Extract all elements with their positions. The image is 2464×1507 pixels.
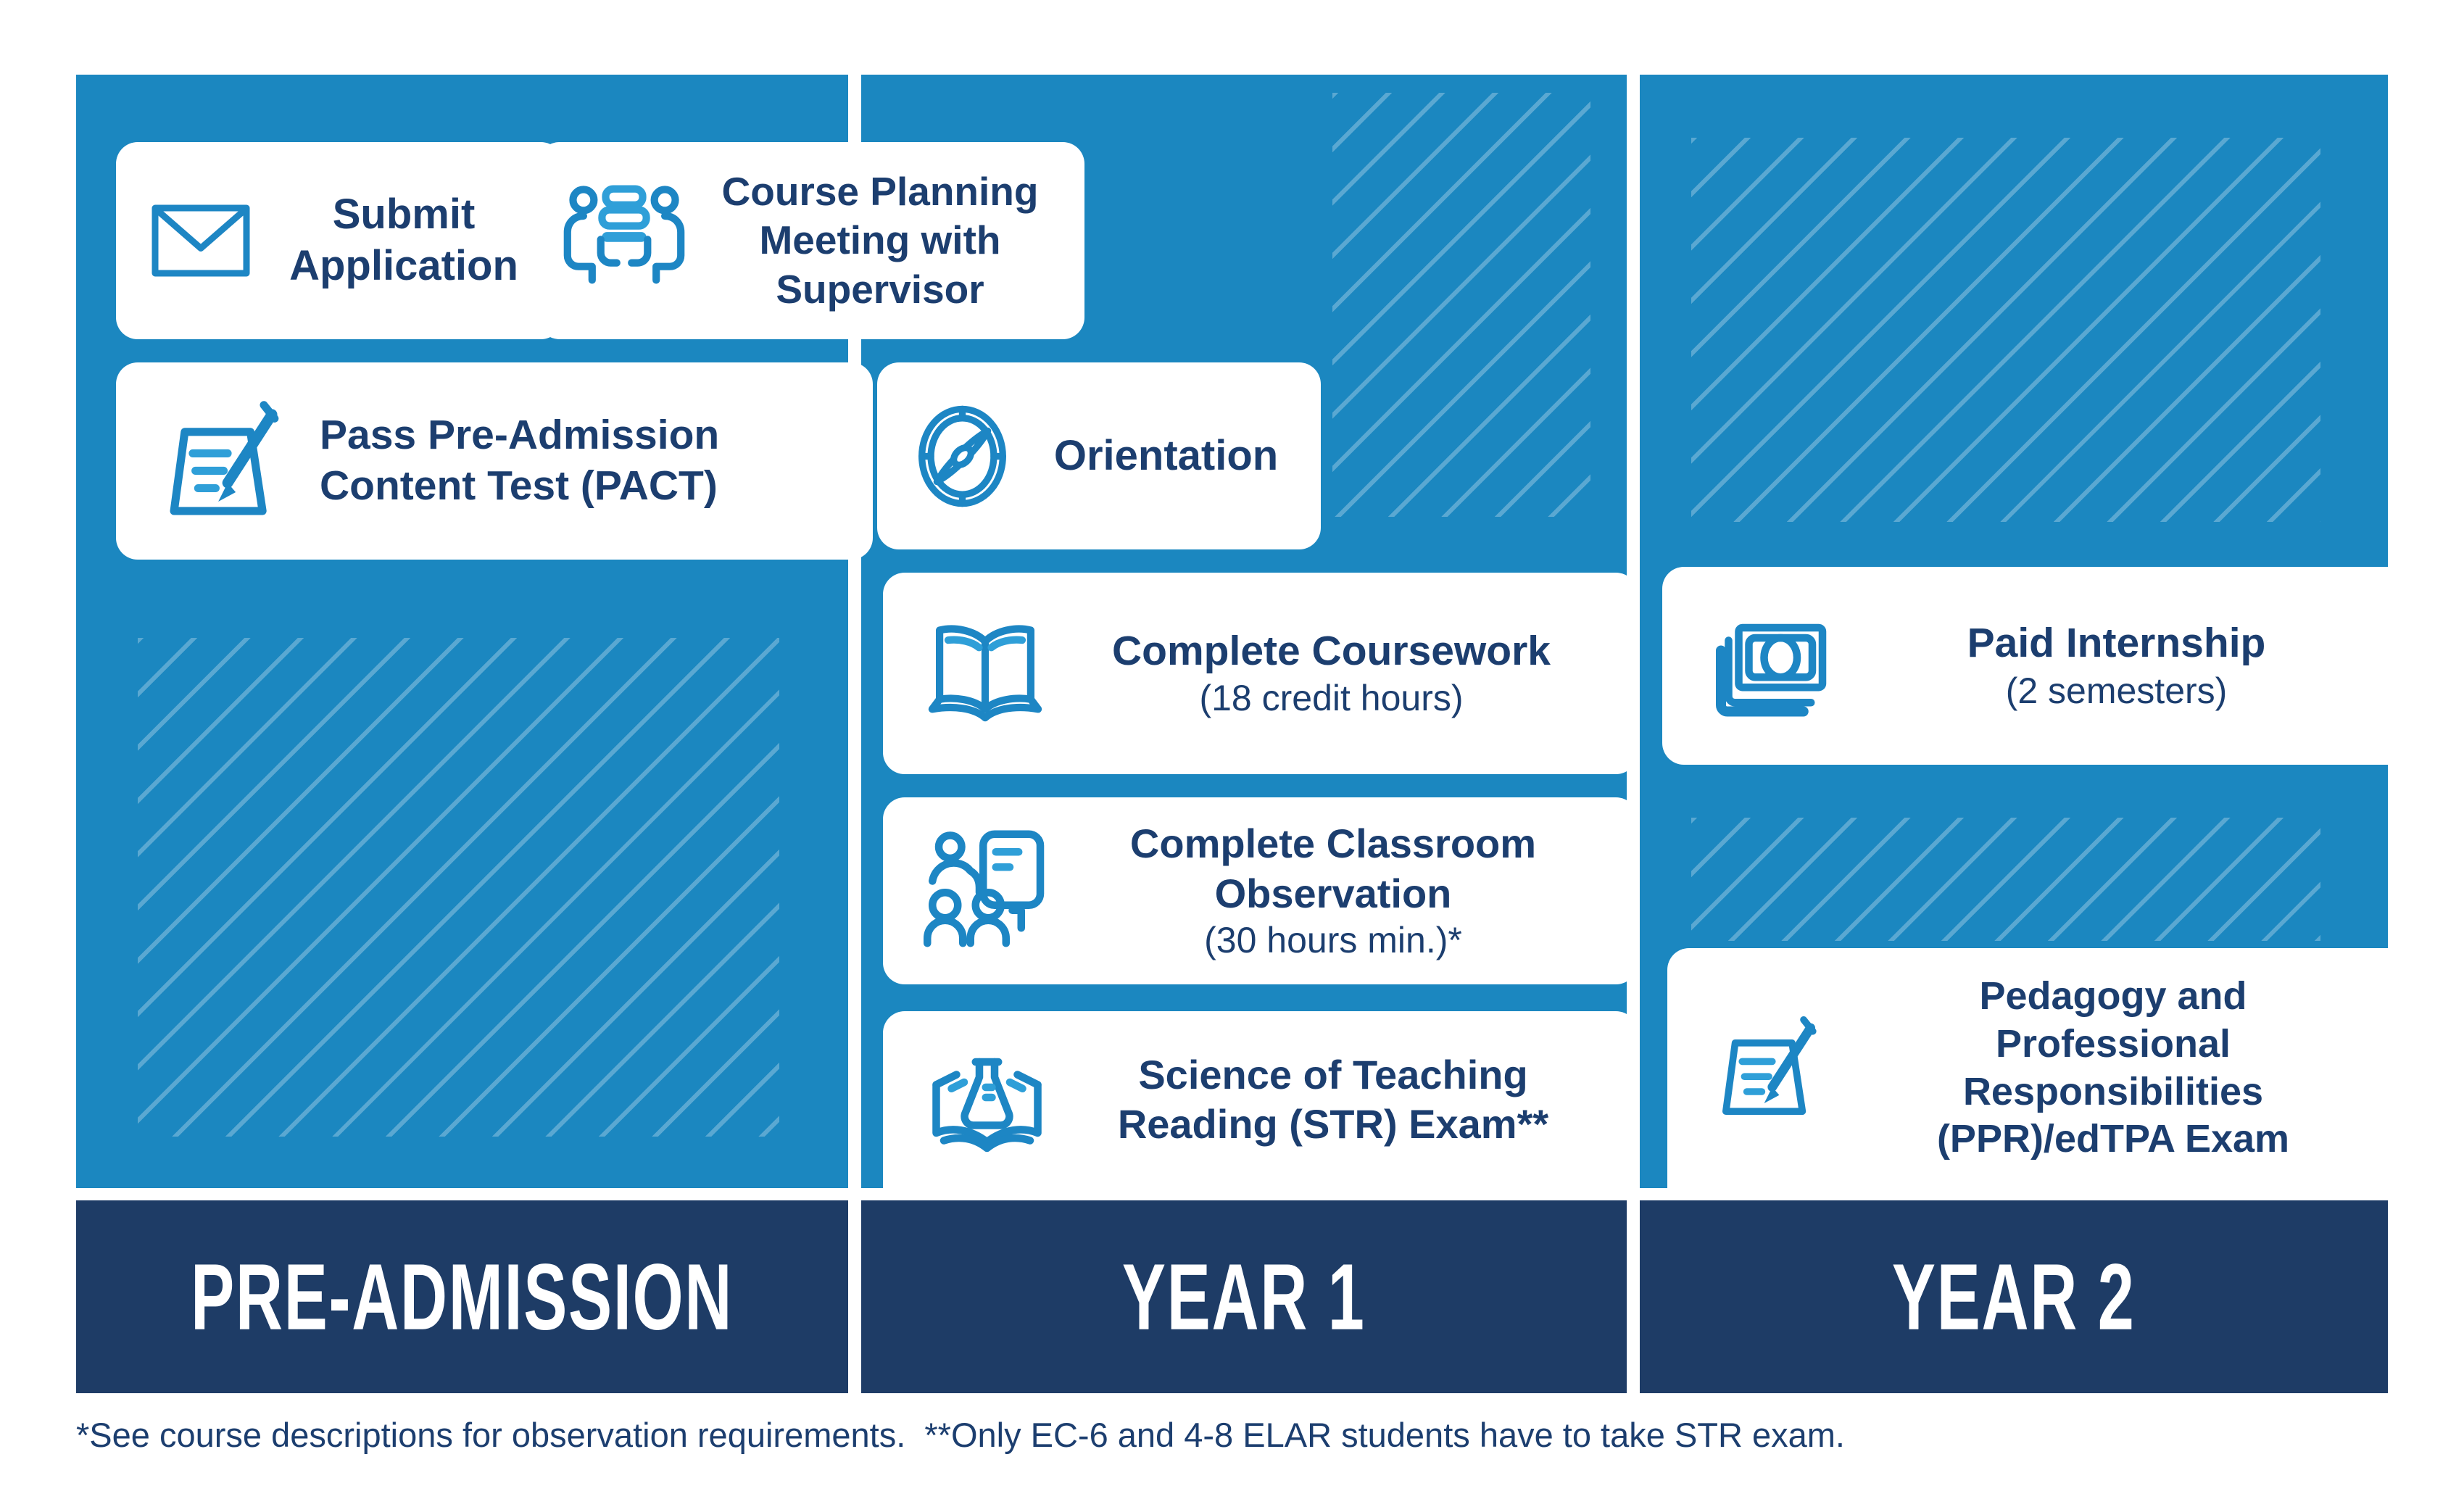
phase-label: PRE-ADMISSION (191, 1244, 734, 1350)
card-label: Complete Classroom Observation (30 hours… (1129, 821, 1537, 960)
card-label: Orientation (1053, 431, 1279, 479)
envelope-icon (146, 186, 255, 295)
card-pact-test: Pass Pre-Admission Content Test (PACT) (116, 362, 873, 560)
hatch-pattern-year1-top (1332, 93, 1590, 517)
card-paid-internship: Paid Internship (2 semesters) (1662, 567, 2422, 765)
card-label: Submit Application (289, 191, 518, 289)
hatch-pattern-pre-admission (138, 638, 779, 1137)
card-label: Paid Internship (2 semesters) (1967, 620, 2266, 711)
meeting-icon (563, 179, 686, 302)
footnote: *See course descriptions for observation… (76, 1416, 1845, 1454)
card-complete-coursework: Complete Coursework (18 credit hours) (883, 573, 1638, 774)
card-course-planning-meeting: Course Planning Meeting with Supervisor (538, 142, 1084, 339)
phase-label: YEAR 1 (1122, 1244, 1366, 1350)
money-icon (1706, 602, 1833, 729)
card-str-exam: Science of Teaching Reading (STR) Exam** (883, 1011, 1638, 1188)
phase-bar-pre-admission: PRE-ADMISSION (76, 1200, 848, 1393)
open-book-icon (924, 612, 1047, 735)
card-label: Pedagogy and Professional Responsibiliti… (1936, 973, 2290, 1161)
card-label: Pass Pre-Admission Content Test (PACT) (320, 412, 720, 509)
pencil-paper-icon (157, 394, 291, 528)
hatch-pattern-year2-middle (1691, 818, 2320, 941)
classroom-icon (924, 828, 1050, 955)
card-label: Complete Coursework (18 credit hours) (1112, 627, 1551, 719)
phase-bar-year-2: YEAR 2 (1640, 1200, 2388, 1393)
hatch-pattern-year2-top (1691, 138, 2320, 522)
card-label: Science of Teaching Reading (STR) Exam** (1117, 1051, 1549, 1147)
phase-label: YEAR 2 (1892, 1244, 2136, 1350)
compass-icon (906, 400, 1019, 512)
book-flask-icon (924, 1037, 1050, 1163)
card-orientation: Orientation (877, 362, 1321, 549)
card-ppr-edtpa-exam: Pedagogy and Professional Responsibiliti… (1667, 948, 2421, 1188)
card-label: Course Planning Meeting with Supervisor (721, 169, 1039, 312)
card-classroom-observation: Complete Classroom Observation (30 hours… (883, 797, 1638, 984)
phase-bar-year-1: YEAR 1 (861, 1200, 1627, 1393)
card-submit-application: Submit Application (116, 142, 563, 339)
pencil-paper-icon (1711, 1010, 1827, 1126)
